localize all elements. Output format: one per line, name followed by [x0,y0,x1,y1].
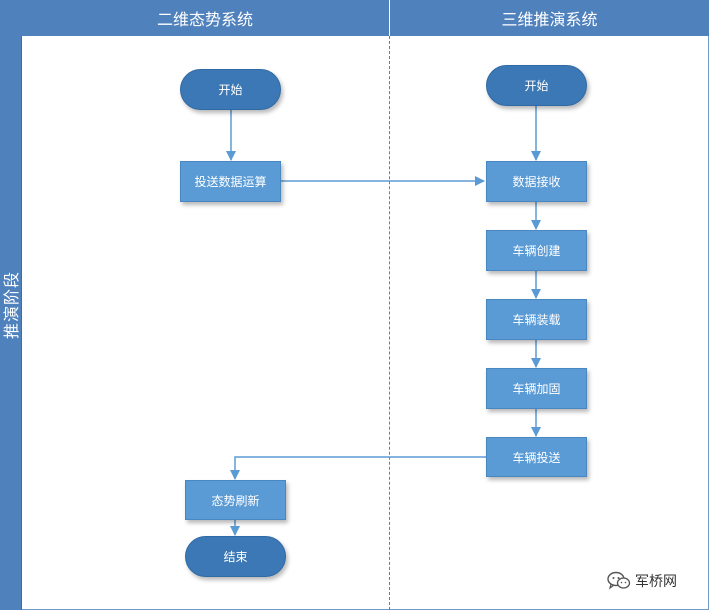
vehicle-load-node: 车辆装载 [486,299,587,340]
phase-strip: 推演阶段 [0,0,22,610]
send-computation-node: 投送数据运算 [180,161,281,202]
vehicle-create-node: 车辆创建 [486,230,587,271]
arrow-deliver-to-refresh [230,456,486,480]
lane-header-2d-situation: 二维态势系统 [21,0,390,36]
watermark-text: 军桥网 [635,574,677,590]
left-end-node: 结束 [185,536,286,577]
right-start-node: 开始 [486,65,587,106]
lane-header-3d-simulation: 三维推演系统 [390,0,709,36]
wechat-icon [607,571,631,590]
vehicle-deliver-node: 车辆投送 [486,437,587,477]
situation-refresh-node: 态势刷新 [185,480,286,520]
watermark: 军桥网 [607,570,677,592]
left-start-node: 开始 [180,69,281,110]
lane-divider [389,36,390,610]
vehicle-secure-node: 车辆加固 [486,368,587,409]
data-receive-node: 数据接收 [486,161,587,202]
